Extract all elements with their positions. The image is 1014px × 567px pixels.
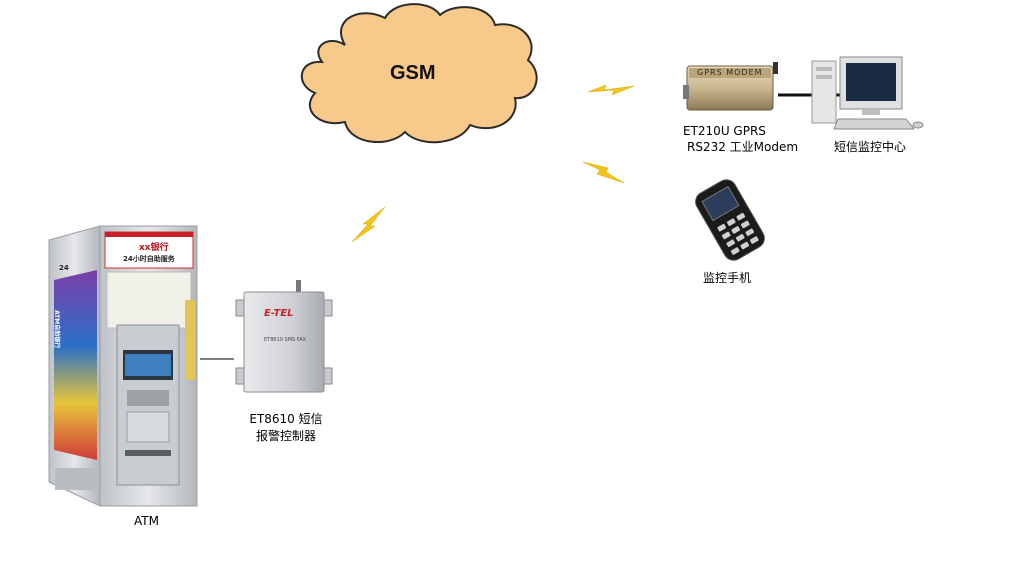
controller-brand: E-TEL (264, 308, 294, 319)
phone-label: 监控手机 (703, 271, 752, 285)
atm-hours-sign: 24小时自助服务 (123, 255, 175, 263)
modem-label-line2: RS232 工业Modem (687, 140, 799, 154)
sms-alarm-controller: E-TEL ET8610 SMS FAX (234, 280, 336, 405)
modem-label-line1: ET210U GPRS (683, 124, 766, 138)
gprs-modem: GPRS MODEM (683, 60, 778, 115)
atm-side-hours: 24 (59, 264, 69, 272)
atm-bank-sign: xx银行 (139, 243, 169, 253)
atm-kiosk: xx银行 24小时自助服务 ATM自助银行 24 (45, 220, 200, 508)
modem-plate-text: GPRS MODEM (697, 68, 763, 77)
controller-model-text: ET8610 SMS FAX (264, 337, 307, 343)
monitor-center-label: 短信监控中心 (834, 140, 907, 154)
atm-label: ATM (134, 514, 159, 528)
atm-side-sign: ATM自助银行 (53, 310, 60, 349)
gsm-cloud-label: GSM (390, 62, 436, 84)
computer-icon (810, 55, 925, 135)
mobile-phone-icon (678, 179, 783, 261)
controller-label-line2: 报警控制器 (255, 429, 316, 443)
controller-label-line1: ET8610 短信 (249, 412, 323, 426)
